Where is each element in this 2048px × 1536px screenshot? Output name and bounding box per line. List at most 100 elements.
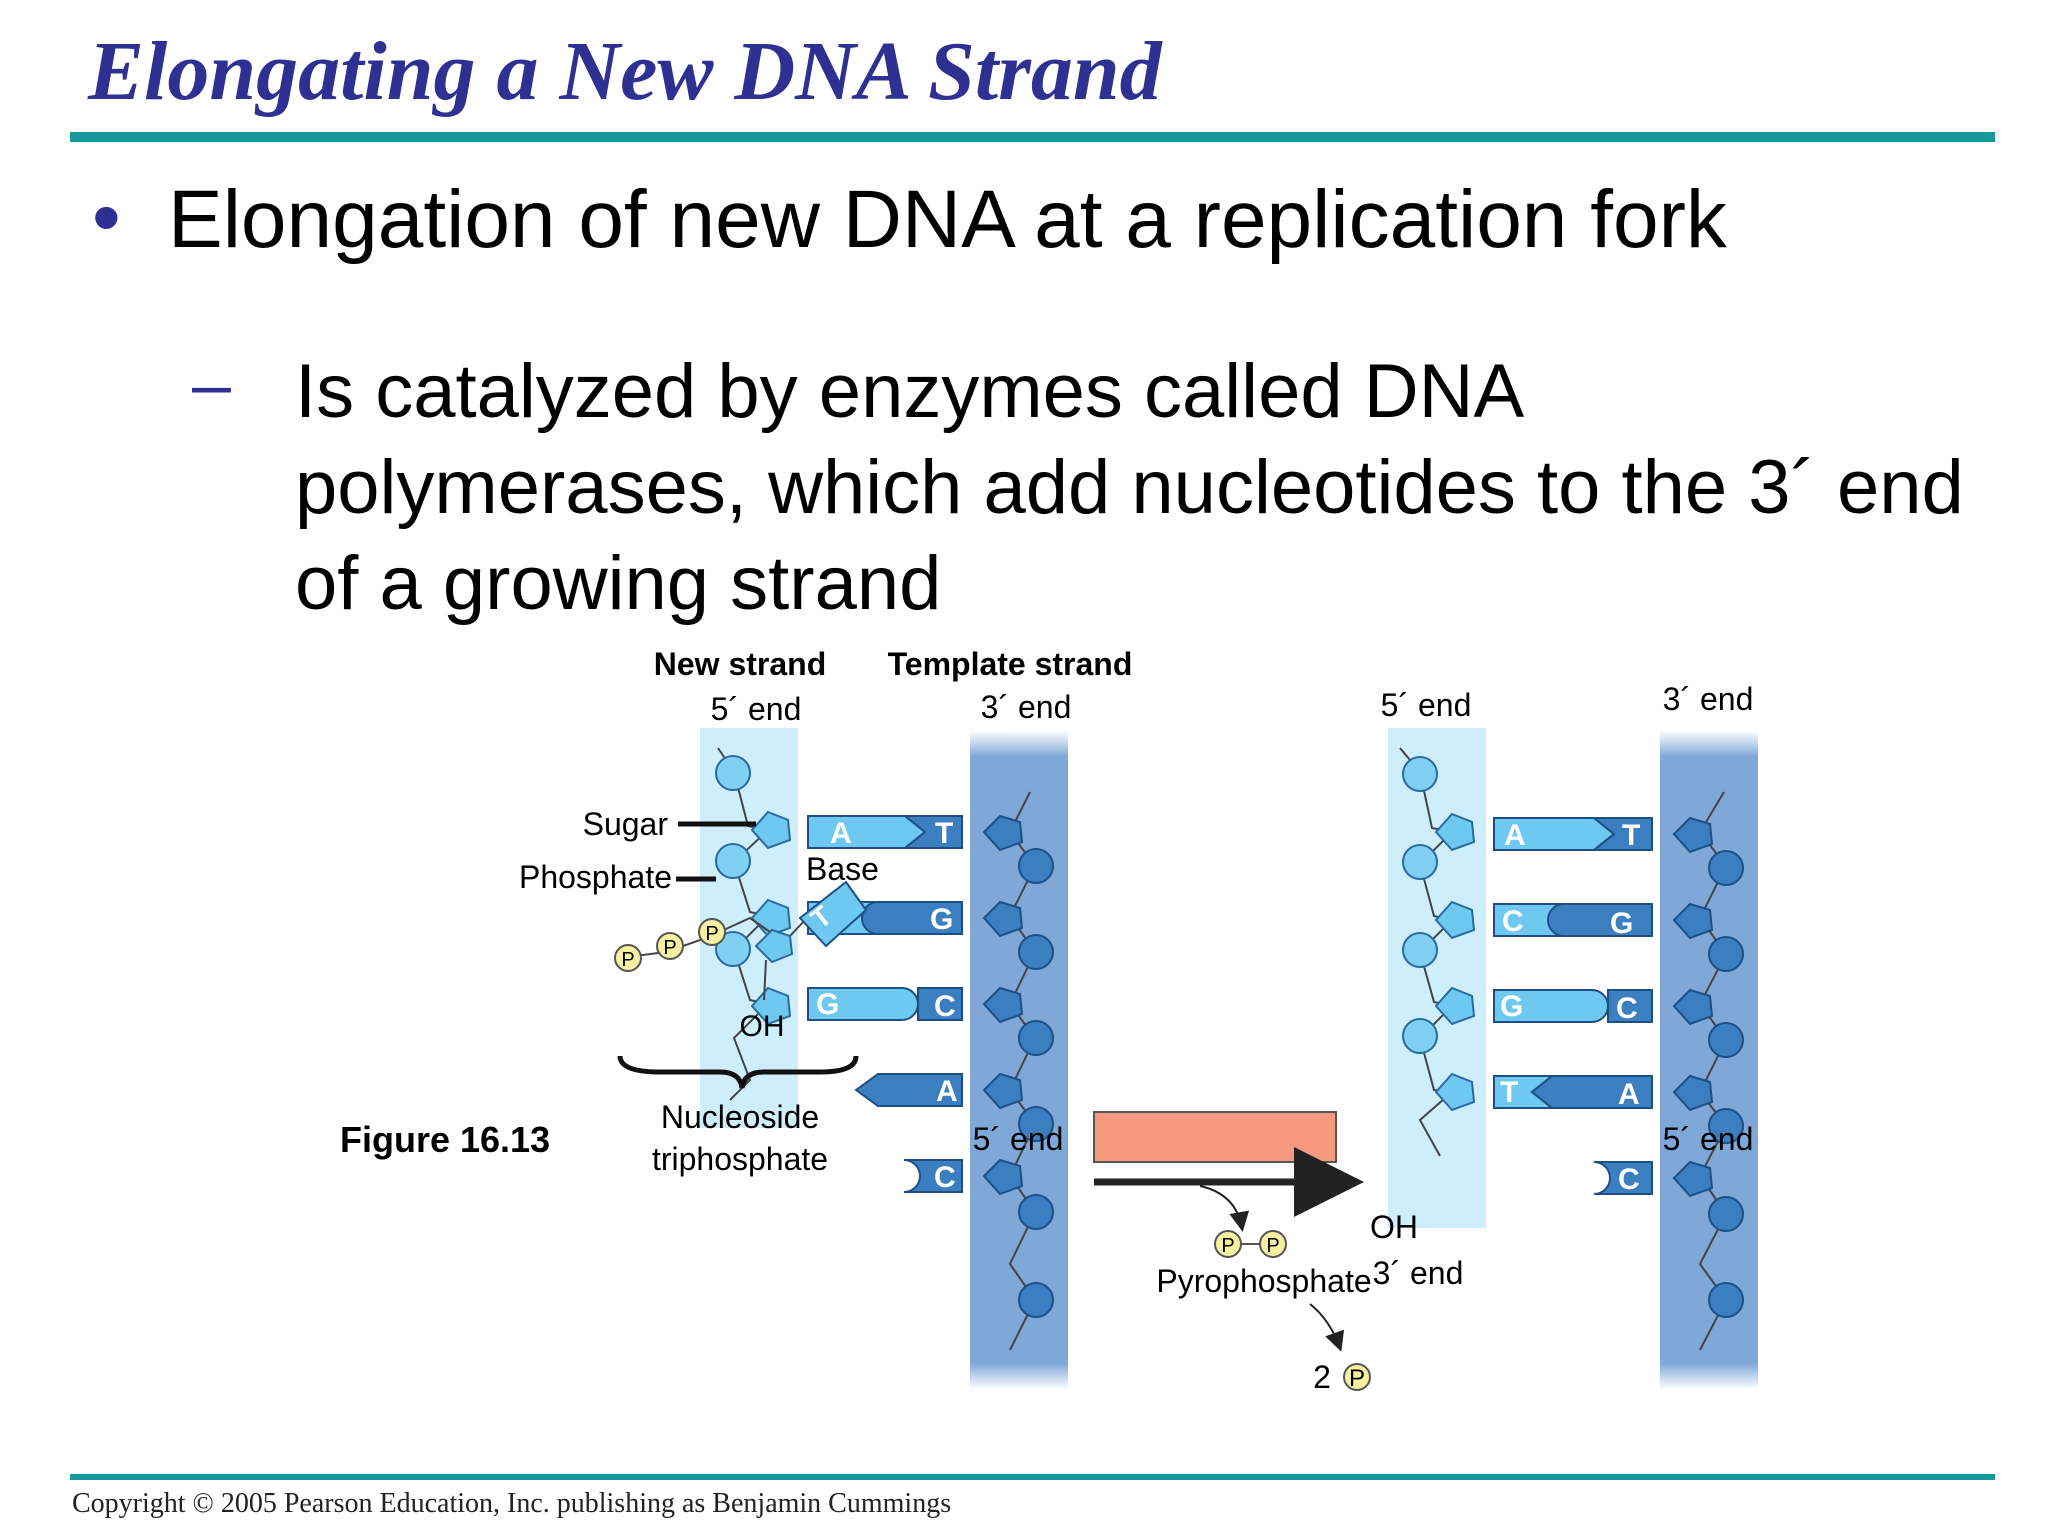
base-letter: C [1618,1163,1640,1196]
phosphate-circle [715,755,751,791]
nucleoside-brace [617,1055,859,1089]
sugar-pentagon [1672,902,1714,940]
phosphate-letter: P [1221,1235,1234,1257]
phosphate-yellow [698,918,726,946]
oh-bond [763,959,767,1001]
copyright: Copyright © 2005 Pearson Education, Inc.… [72,1488,952,1519]
base-c [1607,989,1653,1023]
base-label: Base [806,851,879,887]
left-five-end-top: 5´ end [711,691,802,727]
base-a [1530,1075,1653,1109]
phosphate-circle [1018,848,1054,884]
slide-title: Elongating a New DNA Strand [88,25,1162,118]
sugar-pentagon [754,928,794,964]
phosphate-letter: P [621,949,634,971]
phosphate-circle [1708,1108,1744,1144]
footer-rule [70,1474,1995,1480]
sugar-pentagon [1672,988,1714,1026]
title-underline [70,132,1995,142]
bullet-marker: • [92,172,121,263]
pyrophosphate-arrow [1199,1185,1250,1232]
sugar-pentagon [982,1072,1024,1110]
base-letter: A [1618,1078,1640,1111]
sugar-pentagon [982,1158,1024,1196]
sugar-pentagon [750,986,792,1026]
sugar-pentagon [1672,816,1714,854]
base-a [807,815,927,849]
base-letter: G [1610,907,1633,940]
base-g [861,901,963,935]
phosphate-circle [1018,934,1054,970]
oh-label: OH [740,1010,785,1043]
two-label: 2 [1313,1359,1331,1395]
phosphate-yellow [656,932,684,960]
base-t [798,880,868,948]
pyrophosphate-label: Pyrophosphate [1156,1263,1371,1299]
base-t [902,815,963,849]
phosphate-circle [715,843,751,879]
nucleoside-label-1: Nucleoside [661,1099,819,1135]
base-letter: T [1500,1076,1518,1109]
base-letter: A [1504,819,1526,852]
phosphate-label: Phosphate [519,859,672,895]
sugar-pentagon [982,814,1024,852]
base-letter: C [934,990,956,1023]
phosphate-release-arrow [1309,1303,1345,1352]
new-strand-label: New strand [654,646,826,682]
phosphate-yellow [1343,1363,1371,1391]
sugar-pentagon [1434,986,1476,1026]
left-three-end-top: 3´ end [981,689,1072,725]
left-five-end-bottom: 5´ end [973,1121,1064,1157]
figure-number: Figure 16.13 [340,1119,550,1160]
base-letter: G [1500,990,1523,1023]
product-three-end: 3´ end [1373,1255,1464,1291]
bullet-text: Elongation of new DNA at a replication f… [168,174,1727,265]
sugar-pentagon [1672,1074,1714,1112]
phosphate-circle [1402,844,1438,880]
phosphate-letter: P [705,923,718,945]
base-a [854,1073,963,1107]
phosphate-circle [1402,1018,1438,1054]
base-g [1547,903,1653,937]
right-three-end-top: 3´ end [1663,681,1754,717]
sugar-pentagon [1434,1072,1476,1112]
base-letter: C [1616,992,1638,1025]
phosphate-circle [1402,756,1438,792]
phosphate-yellow [1259,1230,1287,1258]
incoming-nucleotide: T P P P [614,880,868,1001]
sugar-label: Sugar [583,806,669,842]
phosphate-circle [1402,932,1438,968]
sugar-pentagon [1672,1160,1714,1198]
phosphate-circle [715,931,751,967]
base-t [1591,817,1653,851]
base-letter: C [934,1161,956,1194]
base-letter: C [1502,905,1524,938]
phosphate-circle [1708,850,1744,886]
template-strand-label: Template strand [888,646,1133,682]
phosphate-letter: P [1266,1235,1279,1257]
sub-bullet-marker: – [192,345,231,423]
sugar-pentagon [750,810,792,850]
base-letter: A [936,1075,958,1108]
base-letter: A [830,817,852,850]
phosphate-circle [1708,1022,1744,1058]
phosphate-yellow [614,944,642,972]
product-oh-label: OH [1370,1209,1418,1245]
dna-elongation-figure: New strand Template strand 5´ end 3´ end… [0,620,2048,1470]
phosphate-circle [1708,1196,1744,1232]
base-letter: G [816,988,839,1021]
phosphate-circle [1018,1282,1054,1318]
product-new-strand-band [1388,728,1486,1228]
sugar-pentagon [982,900,1024,938]
sugar-pentagon [1434,812,1476,852]
phosphate-circle [1018,1194,1054,1230]
enzyme-box [1093,1111,1337,1163]
base-c [903,1159,963,1193]
right-five-end-bottom: 5´ end [1663,1121,1754,1157]
phosphate-circle [1018,1106,1054,1142]
phosphate-letter: P [663,937,676,959]
figure-svg: New strand Template strand 5´ end 3´ end… [340,646,1758,1395]
base-letter: T [935,817,953,850]
base-c [1593,1161,1653,1195]
base-letter: T [1622,819,1640,852]
